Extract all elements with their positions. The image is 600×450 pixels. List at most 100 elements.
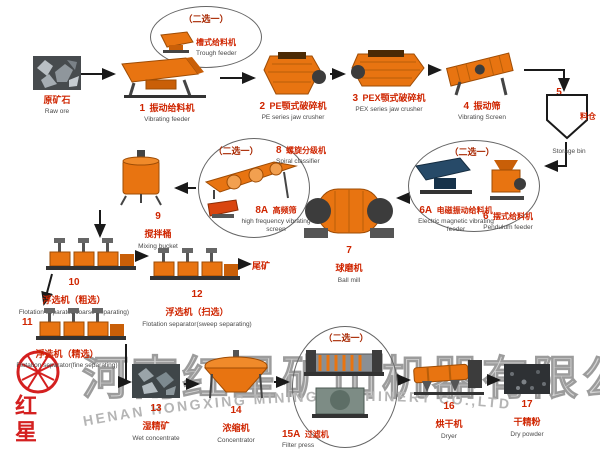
flotation-fine-illustration [36, 308, 126, 340]
electromagnetic-feeder-illustration [415, 157, 472, 194]
pex-jaw-crusher-illustration [351, 50, 425, 87]
pex-jaw-crusher-label-cn: PEX颚式破碎机 [362, 93, 426, 103]
node-flotation-fine [36, 308, 128, 342]
dryer-label-cn: 烘干机 [435, 419, 463, 430]
dry-powder-label-cn: 干精粉 [513, 417, 541, 428]
flotation-coarse-label-cn: 浮选机（粗选） [42, 295, 106, 306]
raw-ore-label-cn: 原矿石 [43, 95, 71, 105]
dryer-number: 16 [443, 401, 455, 412]
mixing-bucket-number: 9 [155, 211, 161, 222]
trough-feeder-label-cn: 槽式给料机 [196, 38, 236, 47]
node-flotation-coarse [46, 238, 138, 272]
node-concentrator: 14 浓缩机 Concentrator [200, 350, 272, 444]
choose-one-label-4: （二选一） [323, 333, 369, 343]
raw-ore-image [33, 56, 81, 90]
pendulum-feeder-illustration [490, 160, 526, 200]
storage-bin-label-cn: 料仓 [580, 112, 596, 121]
bubble-filter-choice [292, 326, 398, 448]
pendulum-feeder-labels: 6 摆式给料机 Pendulum feeder [478, 206, 538, 232]
vibrating-screen-number: 4 [463, 101, 470, 112]
storage-bin-illustration [546, 94, 588, 140]
node-vibrating-feeder: 1 振动给料机 Vibrating feeder [120, 56, 214, 124]
flotation-fine-number-wrap: 11 [22, 312, 36, 330]
bubble-feeder-choice [150, 6, 262, 68]
concentrator-illustration [203, 350, 269, 399]
node-storage-bin [546, 94, 588, 140]
node-pex-jaw-crusher: 3 PEX颚式破碎机 PEX series jaw crusher [348, 46, 430, 114]
node-dryer: 16 烘干机 Dryer [412, 356, 486, 440]
electromagnetic-feeder-label-en: Electric magnetic vibrating feeder [418, 218, 494, 233]
dryer-illustration [413, 360, 484, 395]
dry-powder-image [504, 364, 550, 394]
ball-mill-number: 7 [346, 245, 352, 256]
trough-feeder-illustration [160, 31, 194, 53]
node-trough-feeder [158, 30, 196, 54]
flotation-fine-label-cn: 浮选机（精选） [35, 349, 99, 359]
concentrator-label-en: Concentrator [217, 436, 255, 444]
dry-powder-label-en: Dry powder [510, 430, 544, 438]
pe-jaw-crusher-label-en: PE series jaw crusher [261, 114, 325, 122]
mixing-bucket-labels: 9 搅拌桶 Mixing bucket [118, 206, 198, 250]
bubble-classifier-choice [198, 138, 310, 238]
spiral-classifier-illustration [204, 161, 298, 199]
choose-one-label-3: （二选一） [213, 146, 259, 156]
wet-concentrate-number: 13 [150, 403, 162, 414]
pendulum-feeder-label-cn: 摆式给料机 [493, 212, 533, 221]
dry-powder-number: 17 [521, 399, 533, 410]
node-spiral-classifier [204, 156, 300, 200]
storage-bin-label-en-wrap: Storage bin [540, 140, 598, 158]
pe-jaw-crusher-number: 2 [259, 101, 266, 112]
spiral-classifier-number: 8 [276, 145, 282, 156]
ball-mill-illustration [304, 188, 394, 238]
flotation-sweep-label-cn: 浮选机（扫选） [165, 307, 229, 318]
spiral-classifier-labels: 8 螺旋分级机 Spiral classifier [276, 140, 350, 166]
flotation-fine-labels: 浮选机（精选） Flotation separator(fine separat… [0, 344, 134, 370]
company-logo-icon [16, 350, 60, 394]
raw-ore-label-en: Raw ore [44, 108, 70, 116]
node-electromagnetic-feeder [412, 156, 480, 200]
node-pendulum-feeder [486, 158, 526, 204]
flotation-fine-number: 11 [22, 317, 33, 328]
pe-jaw-crusher-illustration [263, 52, 326, 95]
spiral-classifier-label-en: Spiral classifier [276, 158, 320, 166]
node-high-frequency-screen [206, 198, 240, 220]
high-frequency-screen-number: 8A [255, 205, 269, 216]
node-filter [312, 382, 370, 424]
pendulum-feeder-number: 6 [482, 211, 489, 222]
concentrator-label-cn: 浓缩机 [222, 423, 250, 434]
flotation-sweep-illustration [150, 248, 240, 280]
electromagnetic-feeder-labels: 6A 电磁振动给料机 Electric magnetic vibrating f… [408, 200, 504, 233]
node-wet-concentrate: 13 湿精矿 Wet concentrate [132, 364, 180, 442]
flotation-sweep-labels: 12 浮选机（扫选） Flotation separator(sweep sep… [142, 284, 252, 328]
storage-bin-label-cn-wrap: 料仓 [580, 106, 600, 124]
vibrating-screen-label-en: Vibrating Screen [458, 114, 506, 122]
wet-concentrate-image [132, 364, 180, 398]
node-raw-ore: 原矿石 Raw ore [28, 56, 86, 116]
filter-illustration [312, 387, 368, 418]
high-frequency-screen-label-en: high frequency vibrating screen [241, 218, 311, 233]
dryer-label-en: Dryer [441, 432, 457, 440]
filter-label-en: Filter press [282, 442, 315, 450]
high-frequency-screen-illustration [207, 199, 239, 218]
concentrator-number: 14 [230, 405, 242, 416]
high-frequency-screen-label-cn: 高频筛 [272, 206, 297, 215]
flotation-fine-label-en: Flotation separator(fine separating) [16, 362, 118, 370]
vibrating-feeder-illustration [121, 57, 206, 98]
node-flotation-sweep [150, 248, 242, 282]
flotation-coarse-number: 10 [68, 277, 80, 288]
filter-press-illustration [304, 350, 384, 376]
choose-one-label-2: （二选一） [449, 147, 495, 157]
vibrating-feeder-label-cn: 振动给料机 [149, 103, 195, 113]
mixing-bucket-label-en: Mixing bucket [138, 242, 178, 250]
vibrating-feeder-number: 1 [139, 103, 146, 114]
vibrating-screen-label-cn: 振动筛 [473, 101, 501, 111]
wet-concentrate-label-cn: 湿精矿 [142, 421, 170, 432]
node-pe-jaw-crusher: 2 PE颚式破碎机 PE series jaw crusher [258, 50, 328, 122]
filter-labels: 15A 过滤机 Filter press [282, 424, 374, 450]
ball-mill-label-en: Ball mill [337, 276, 361, 284]
flotation-sweep-label-en: Flotation separator(sweep separating) [142, 320, 252, 328]
trough-feeder-labels: 槽式给料机 Trough feeder [196, 32, 260, 58]
node-tailings: 尾矿 [252, 256, 282, 274]
company-logo-text: 红星 [12, 394, 37, 446]
storage-bin-label-en: Storage bin [552, 148, 586, 155]
